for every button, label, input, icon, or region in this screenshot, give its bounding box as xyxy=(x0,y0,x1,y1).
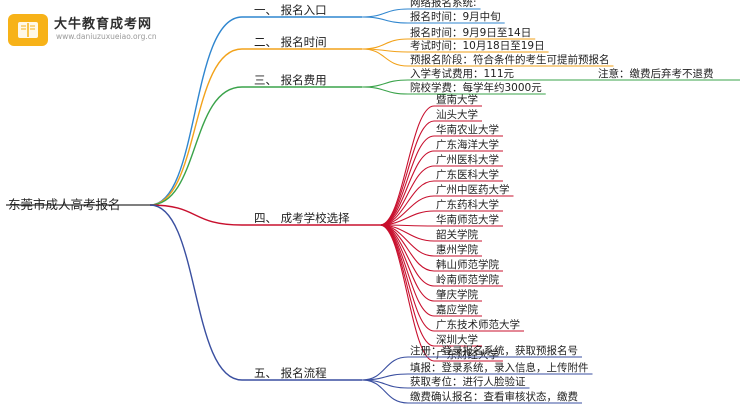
brand-name: 大牛教育成考网 xyxy=(54,17,153,32)
leaf-label: 入学考试费用：111元 xyxy=(410,67,515,80)
leaf-label: 华南师范大学 xyxy=(436,213,499,226)
leaf-label: 院校学费：每学年约3000元 xyxy=(410,81,542,94)
leaf-label: 网络报名系统: xyxy=(410,0,477,9)
branch-label: 二、 报名时间 xyxy=(254,35,327,49)
leaf-label: 广州中医药大学 xyxy=(436,183,510,196)
leaf-label: 嘉应学院 xyxy=(436,303,478,316)
leaf-label: 广东海洋大学 xyxy=(436,138,499,151)
leaf-label: 韩山师范学院 xyxy=(436,258,499,271)
leaf-label: 肇庆学院 xyxy=(436,288,478,301)
leaf-label: 获取考位：进行人脸验证 xyxy=(410,375,526,388)
leaf-label: 岭南师范学院 xyxy=(436,273,499,286)
branch-label: 五、 报名流程 xyxy=(254,366,327,380)
leaf-label: 预报名阶段：符合条件的考生可提前预报名 xyxy=(410,53,610,66)
leaf-label: 华南农业大学 xyxy=(436,123,499,136)
book-icon xyxy=(18,22,38,38)
leaf-label: 填报：登录系统，录入信息，上传附件 xyxy=(410,361,589,374)
logo-icon xyxy=(8,14,48,46)
leaf-label: 报名时间：9月中旬 xyxy=(410,10,501,23)
leaf-label: 缴费确认报名：查看审核状态，缴费 xyxy=(410,390,578,403)
leaf-label: 广东药科大学 xyxy=(436,198,499,211)
leaf-label: 深圳大学 xyxy=(436,333,478,346)
leaf-label: 考试时间：10月18日至19日 xyxy=(410,39,545,52)
leaf-label: 广州医科大学 xyxy=(436,153,499,166)
root-topic: 东莞市成人高考报名 xyxy=(8,197,121,212)
leaf-label: 暨南大学 xyxy=(436,93,478,106)
note-label: 注意：缴费后弃考不退费 xyxy=(598,67,714,80)
brand-url: www.daniuzuxueiao.org.cn xyxy=(56,32,157,41)
branch-label: 一、 报名入口 xyxy=(254,3,327,17)
leaf-label: 汕头大学 xyxy=(436,108,478,121)
leaf-label: 报名时间：9月9日至14日 xyxy=(410,26,531,39)
branch-label: 三、 报名费用 xyxy=(254,73,327,87)
leaf-label: 广东医科大学 xyxy=(436,168,499,181)
leaf-label: 惠州学院 xyxy=(436,243,478,256)
leaf-label: 广东财经大学 xyxy=(436,348,499,361)
branch-label: 四、 成考学校选择 xyxy=(254,211,350,225)
leaf-label: 注册：登录报名系统，获取预报名号 xyxy=(410,344,578,357)
leaf-label: 韶关学院 xyxy=(436,228,478,241)
leaf-label: 广东技术师范大学 xyxy=(436,318,520,331)
